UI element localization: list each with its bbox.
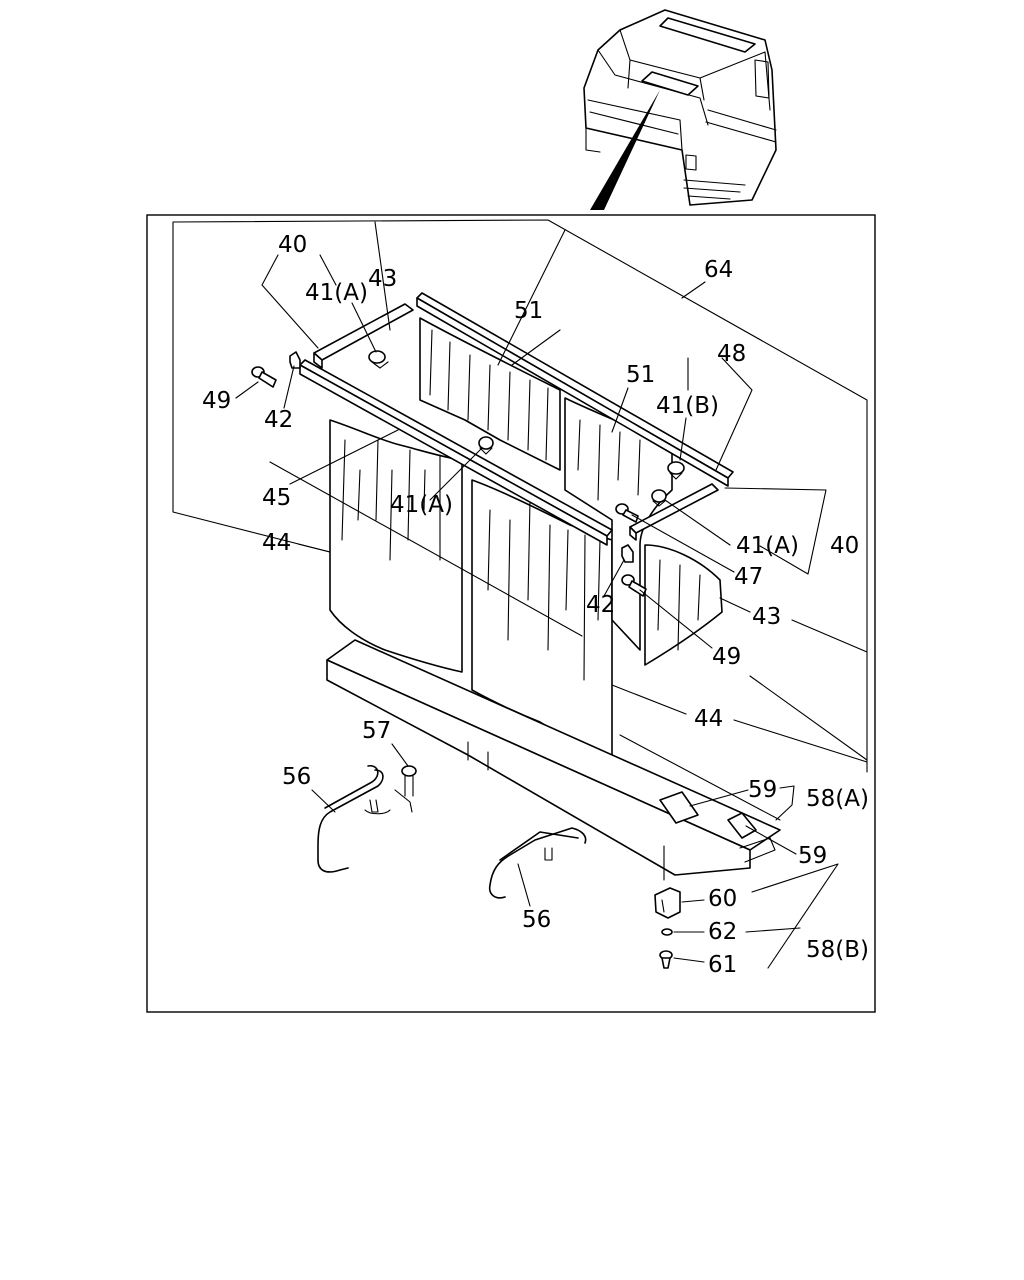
callout-60: 60 bbox=[708, 886, 737, 912]
bolt-49-right bbox=[621, 574, 647, 597]
callout-58a: 58(A) bbox=[806, 786, 869, 812]
callout-56-left: 56 bbox=[282, 764, 311, 790]
clip-41a-center bbox=[478, 436, 494, 455]
callout-61: 61 bbox=[708, 952, 737, 978]
callout-40-right: 40 bbox=[830, 533, 859, 559]
callout-59-top: 59 bbox=[748, 777, 777, 803]
rail-short-right bbox=[629, 483, 719, 541]
callout-41a-left: 41(A) bbox=[305, 280, 368, 306]
callout-56-right: 56 bbox=[522, 907, 551, 933]
bolt-47 bbox=[615, 503, 639, 523]
rail-short-left bbox=[313, 303, 414, 369]
callout-44-right: 44 bbox=[694, 706, 723, 732]
washer-62 bbox=[661, 928, 673, 936]
callout-57: 57 bbox=[362, 718, 391, 744]
rail-back bbox=[416, 292, 734, 487]
callout-49-left: 49 bbox=[202, 388, 231, 414]
handle-56-left bbox=[317, 765, 391, 873]
callout-49-right: 49 bbox=[712, 644, 741, 670]
curtain-back bbox=[419, 317, 561, 471]
callout-41b: 41(B) bbox=[656, 393, 719, 419]
clip-41a-right bbox=[651, 489, 667, 507]
callout-42-left: 42 bbox=[264, 407, 293, 433]
callout-41a-center: 41(A) bbox=[390, 492, 453, 518]
clip-41a-left bbox=[368, 350, 389, 369]
bolt-57 bbox=[394, 765, 417, 813]
callout-41a-right: 41(A) bbox=[736, 533, 799, 559]
vehicle-thumbnail bbox=[583, 9, 777, 210]
clip-41b bbox=[667, 461, 685, 480]
callout-51-top: 51 bbox=[514, 298, 543, 324]
callout-47: 47 bbox=[734, 564, 763, 590]
callout-42-right: 42 bbox=[586, 592, 615, 618]
callout-59-lower: 59 bbox=[798, 843, 827, 869]
curtain-left bbox=[329, 419, 463, 673]
end-cap-42-right bbox=[621, 544, 634, 563]
clip-60 bbox=[654, 887, 681, 919]
bolt-49-left bbox=[251, 366, 277, 388]
callout-44-left: 44 bbox=[262, 530, 291, 556]
callout-62: 62 bbox=[708, 919, 737, 945]
callout-51-right: 51 bbox=[626, 362, 655, 388]
pad-59-left bbox=[659, 791, 699, 824]
curtain-right bbox=[564, 397, 723, 666]
callout-48: 48 bbox=[717, 341, 746, 367]
end-cap-42-left bbox=[289, 351, 301, 369]
diagram-frame bbox=[146, 214, 876, 1013]
screw-61 bbox=[659, 950, 673, 969]
callout-43-right: 43 bbox=[752, 604, 781, 630]
callout-58b: 58(B) bbox=[806, 937, 869, 963]
handle-56-right bbox=[488, 827, 587, 899]
callout-43-top: 43 bbox=[368, 266, 397, 292]
leader-lines bbox=[235, 221, 868, 969]
callout-40-left: 40 bbox=[278, 232, 307, 258]
rail-front bbox=[299, 359, 613, 546]
callout-64: 64 bbox=[704, 257, 733, 283]
pad-59-right bbox=[727, 812, 757, 839]
group-bracket bbox=[172, 219, 868, 773]
callout-45: 45 bbox=[262, 485, 291, 511]
